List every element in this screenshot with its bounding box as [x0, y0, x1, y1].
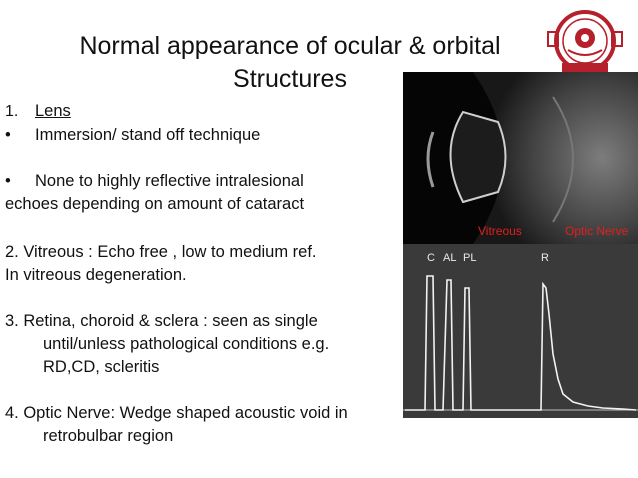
bullet-reflective-continued: echoes depending on amount of cataract — [5, 195, 305, 213]
hospital-logo — [540, 8, 630, 78]
vitreous-label: Vitreous — [478, 224, 522, 238]
item-lens: 1. Lens — [5, 102, 71, 121]
a-scan-waveform — [403, 275, 638, 411]
slide-title-line2: Structures — [233, 65, 347, 93]
retina-line1: 3. Retina, choroid & sclera : seen as si… — [5, 312, 318, 330]
slide-title-line1: Normal appearance of ocular & orbital — [79, 32, 501, 60]
a-scan-label-r: R — [541, 252, 549, 264]
optic-nerve-label: Optic Nerve — [565, 224, 629, 238]
bullet-immersion-text: Immersion/ stand off technique — [35, 126, 261, 144]
retina-line3: RD,CD, scleritis — [43, 358, 160, 376]
slide-title: Normal appearance of ocular & orbital St… — [40, 30, 540, 96]
vitreous-line2: In vitreous degeneration. — [5, 266, 187, 284]
bullet-immersion: • Immersion/ stand off technique — [5, 126, 260, 145]
bullet-marker: • — [5, 172, 11, 190]
a-scan-label-al: AL — [443, 252, 457, 264]
a-scan-image: C AL PL R — [403, 244, 638, 418]
lens-heading: Lens — [35, 102, 71, 120]
b-scan-echo — [403, 72, 638, 244]
bullet-marker: • — [5, 126, 11, 144]
b-scan-image: Vitreous Optic Nerve — [403, 72, 638, 244]
a-scan-label-pl: PL — [463, 252, 477, 264]
optic-line1: 4. Optic Nerve: Wedge shaped acoustic vo… — [5, 404, 348, 422]
hospital-logo-icon — [547, 10, 623, 74]
optic-line2: retrobulbar region — [43, 427, 174, 445]
a-scan-label-c: C — [427, 252, 435, 264]
list-marker: 1. — [5, 103, 19, 120]
bullet-reflective-text: None to highly reflective intralesional — [35, 172, 304, 190]
retina-line2: until/unless pathological conditions e.g… — [43, 335, 330, 353]
bullet-reflective: • None to highly reflective intralesional — [5, 172, 304, 191]
vitreous-line1: 2. Vitreous : Echo free , low to medium … — [5, 243, 317, 261]
